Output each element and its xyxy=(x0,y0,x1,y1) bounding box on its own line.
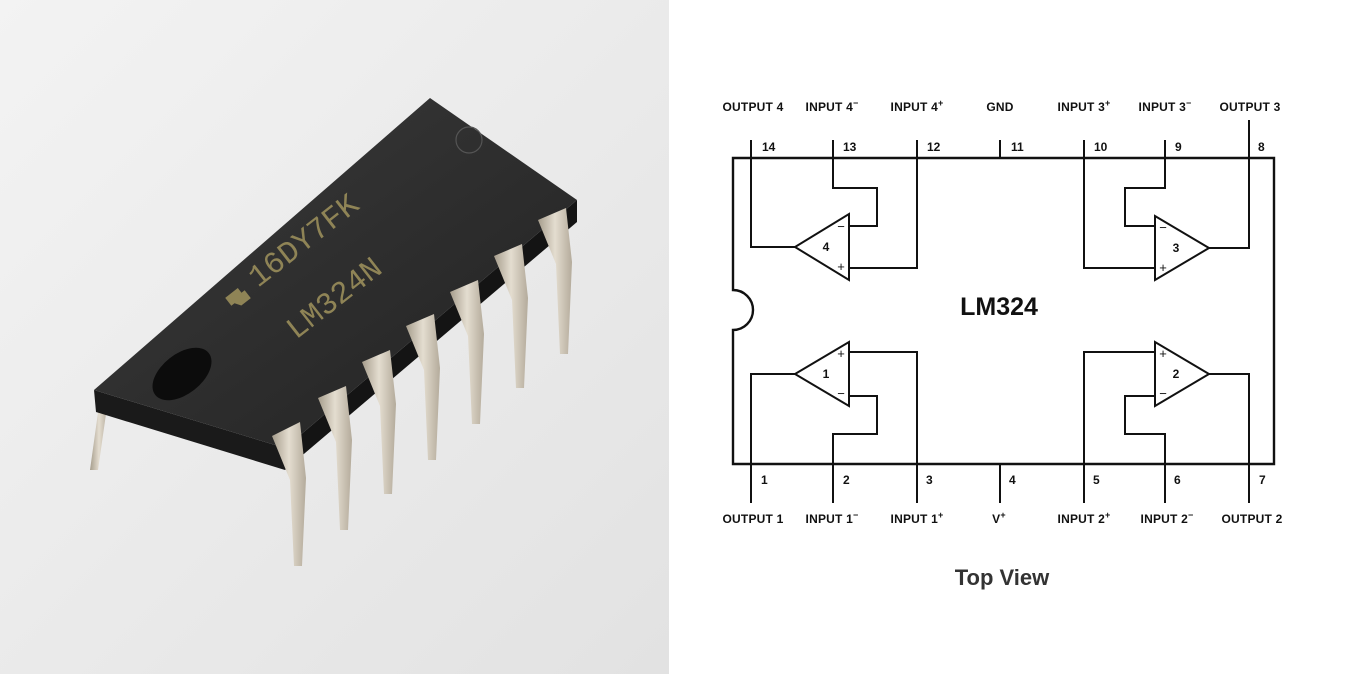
op-amp-3: 3 − + xyxy=(1083,158,1250,282)
top-pin-stubs xyxy=(750,120,1250,158)
pin-number-14: 14 xyxy=(762,140,776,154)
pin-label-8: OUTPUT 3 xyxy=(1220,100,1281,114)
pin-label-7: OUTPUT 2 xyxy=(1222,512,1283,526)
chip-leg xyxy=(450,280,484,424)
op-amp-1-plus: + xyxy=(837,346,845,361)
chip-top xyxy=(94,98,577,448)
chip-legs-front xyxy=(272,208,572,566)
top-pin-numbers: 14 13 12 11 10 9 8 xyxy=(762,140,1265,154)
pin-number-10: 10 xyxy=(1094,140,1108,154)
op-amp-4-plus: + xyxy=(837,259,845,274)
chip-leg xyxy=(272,422,306,566)
pinout-diagram: OUTPUT 4 INPUT 4− INPUT 4+ GND INPUT 3+ … xyxy=(723,98,1283,590)
op-amp-2: 2 + − xyxy=(1083,340,1250,464)
pin-number-12: 12 xyxy=(927,140,941,154)
pin-number-8: 8 xyxy=(1258,140,1265,154)
bottom-pin-numbers: 1 2 3 4 5 6 7 xyxy=(761,473,1266,487)
diagram-caption: Top View xyxy=(955,565,1050,590)
op-amp-3-plus: + xyxy=(1159,260,1167,275)
pin-label-11: GND xyxy=(986,100,1013,114)
op-amp-2-label: 2 xyxy=(1173,367,1180,381)
op-amp-2-plus: + xyxy=(1159,346,1167,361)
bottom-pin-labels: OUTPUT 1 INPUT 1− INPUT 1+ V+ INPUT 2+ I… xyxy=(723,510,1283,526)
chip-leg xyxy=(406,314,440,460)
chip-notch xyxy=(152,347,212,401)
pin-label-10: INPUT 3+ xyxy=(1058,98,1111,114)
pin-label-14: OUTPUT 4 xyxy=(723,100,784,114)
pin-label-6: INPUT 2− xyxy=(1141,510,1194,526)
chip-photo: 16DY7FK LM324N xyxy=(0,0,669,674)
pin-number-4: 4 xyxy=(1009,473,1016,487)
pin-number-3: 3 xyxy=(926,473,933,487)
op-amp-2-minus: − xyxy=(1159,386,1167,401)
pin-number-7: 7 xyxy=(1259,473,1266,487)
pin-label-9: INPUT 3− xyxy=(1139,98,1192,114)
pin-number-5: 5 xyxy=(1093,473,1100,487)
pin-number-9: 9 xyxy=(1175,140,1182,154)
pin-number-11: 11 xyxy=(1011,140,1024,154)
pin-label-4: V+ xyxy=(992,510,1006,526)
pin-number-1: 1 xyxy=(761,473,768,487)
bottom-pin-stubs xyxy=(750,464,1250,503)
ti-logo-icon xyxy=(225,288,251,306)
diagram-title: LM324 xyxy=(960,293,1038,321)
op-amp-4: 4 − + xyxy=(750,158,918,282)
pin-number-6: 6 xyxy=(1174,473,1181,487)
pin-label-12: INPUT 4+ xyxy=(891,98,944,114)
chip-leg xyxy=(90,398,108,470)
op-amp-4-minus: − xyxy=(837,219,845,234)
chip-side xyxy=(94,390,285,470)
op-amp-4-label: 4 xyxy=(823,240,830,254)
op-amp-3-minus: − xyxy=(1159,220,1167,235)
op-amp-3-label: 3 xyxy=(1173,241,1180,255)
chip-leg xyxy=(494,244,528,388)
chip-leg xyxy=(538,208,572,354)
top-pin-labels: OUTPUT 4 INPUT 4− INPUT 4+ GND INPUT 3+ … xyxy=(723,98,1281,114)
pin-label-5: INPUT 2+ xyxy=(1058,510,1111,526)
pin-number-2: 2 xyxy=(843,473,850,487)
chip-leg xyxy=(362,350,396,494)
op-amp-1-label: 1 xyxy=(823,367,830,381)
op-amp-1-minus: − xyxy=(837,386,845,401)
op-amp-1: 1 + − xyxy=(750,340,918,464)
pin-label-1: OUTPUT 1 xyxy=(723,512,784,526)
chip-dimple xyxy=(455,126,483,154)
pin-label-3: INPUT 1+ xyxy=(891,510,944,526)
chip-leg xyxy=(318,386,352,530)
pin-number-13: 13 xyxy=(843,140,857,154)
pin-label-13: INPUT 4− xyxy=(806,98,859,114)
pin-label-2: INPUT 1− xyxy=(806,510,859,526)
chip-body-outline xyxy=(731,156,1276,466)
